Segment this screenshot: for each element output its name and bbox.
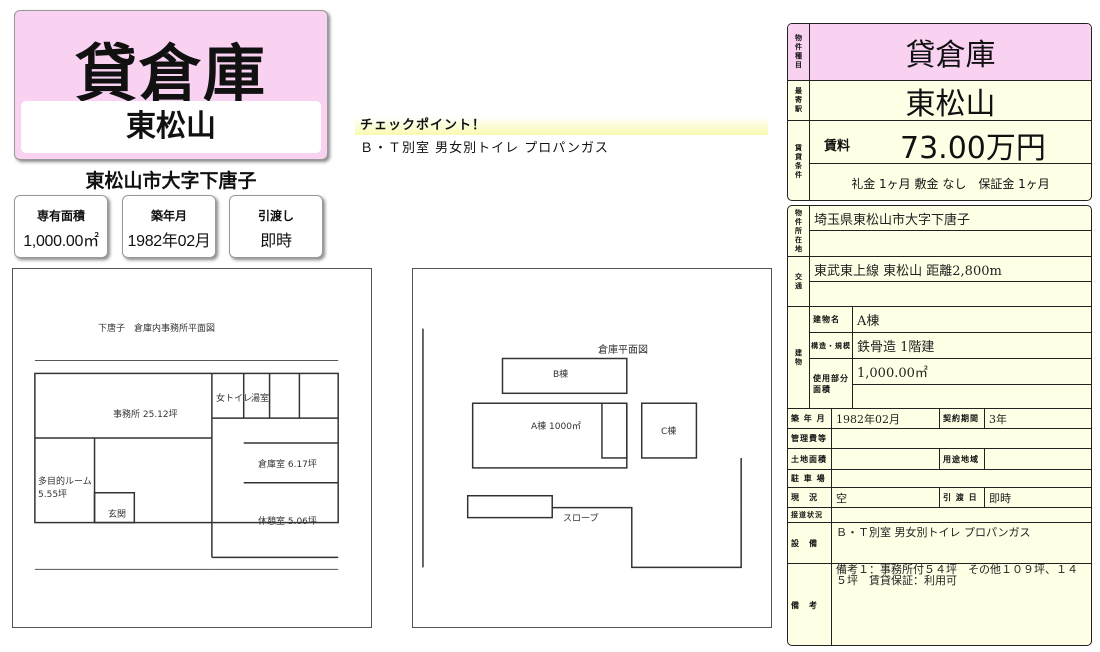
transport-label: 交通: [788, 257, 810, 307]
structure-label: 構造・規模: [810, 333, 853, 359]
checkpoint-heading: チェックポイント！: [355, 117, 768, 135]
status-value: 空: [832, 488, 940, 508]
checkpoint-text: Ｂ・Ｔ別室 男女別トイレ プロパンガス: [360, 141, 609, 156]
summary-panel: 物件種目 貸倉庫 最寄駅 東松山 賃貸条件 賃料 73.00万円 礼金 1ヶ月 …: [787, 23, 1092, 201]
remarks-label: 備 考: [788, 564, 832, 645]
address: 東松山市大字下唐子: [85, 170, 257, 192]
station-name: 東松山: [21, 101, 321, 153]
floor-plan-warehouse: 倉庫平面図 A棟 1000㎡ B棟 C棟 スロープ: [412, 268, 772, 628]
card-value: 1982年02月: [127, 233, 211, 250]
structure-value: 鉄骨造 1階建: [853, 333, 1091, 359]
handover-value: 即時: [985, 488, 1091, 508]
land-area-value: [832, 449, 940, 470]
land-area-label: 土地面積: [788, 449, 832, 470]
plan-title: 下唐子 倉庫内事務所平面図: [98, 324, 216, 334]
card-value: 即時: [260, 233, 292, 250]
type-value: 貸倉庫: [810, 24, 1091, 81]
parking-value: [832, 470, 1091, 488]
transport-value: 東武東上線 東松山 距離2,800m: [810, 257, 1091, 282]
floor-plan-drawing: [34, 359, 339, 570]
built-label: 築 年 月: [788, 409, 832, 429]
management-fee-value: [832, 429, 1091, 449]
transport-empty: [810, 282, 1091, 307]
equipment-value: Ｂ・Ｔ別室 男女別トイレ プロパンガス: [832, 523, 1091, 564]
building-label: B棟: [553, 370, 569, 380]
terms-label: 賃貸条件: [788, 121, 810, 200]
property-type-box: 貸倉庫 東松山: [14, 10, 328, 160]
road-access-value: [832, 508, 1091, 523]
plan-title: 倉庫平面図: [598, 345, 648, 356]
room-label: 玄関: [108, 510, 127, 520]
rent-value: 73.00万円: [900, 131, 1046, 166]
area-label: 使用部分面積: [810, 359, 853, 409]
handover-label: 引 渡 日: [940, 488, 985, 508]
slope-label: スロープ: [563, 514, 599, 524]
area-value: 1,000.00㎡: [853, 359, 1091, 385]
parking-label: 駐 車 場: [788, 470, 832, 488]
card-label: 引渡し: [257, 209, 294, 223]
type-label: 物件種目: [788, 24, 810, 81]
room-label: 湯室: [251, 394, 270, 404]
station-label: 最寄駅: [788, 81, 810, 121]
rent-row: 賃料 73.00万円: [810, 121, 1091, 166]
equipment-label: 設 備: [788, 523, 832, 564]
station-value: 東松山: [810, 81, 1091, 122]
contract-label: 契約期間: [940, 409, 985, 429]
room-label: 事務所 25.12坪: [113, 410, 178, 420]
building-name-value: A棟: [853, 307, 1091, 333]
contract-value: 3年: [985, 409, 1091, 429]
built-card: 築年月 1982年02月: [122, 195, 216, 258]
status-label: 現 況: [788, 488, 832, 508]
area-card: 専有面積 1,000.00㎡: [14, 195, 108, 258]
road-access-label: 接道状況: [788, 508, 832, 523]
rent-label: 賃料: [824, 139, 851, 154]
floor-plan-drawing: [422, 328, 742, 569]
management-fee-label: 管理費等: [788, 429, 832, 449]
card-label: 専有面積: [36, 209, 85, 223]
conditions: 礼金 1ヶ月 敷金 なし 保証金 1ヶ月: [851, 176, 1050, 191]
location-label: 物件所在地: [788, 206, 810, 257]
room-label: 女トイレ: [216, 394, 253, 404]
building-name-label: 建物名: [810, 307, 853, 333]
built-value: 1982年02月: [832, 409, 940, 429]
floor-plan-office: 下唐子 倉庫内事務所平面図 事務所 25.12坪 多目的ルーム 5.55坪 玄関…: [12, 268, 372, 628]
zoning-value: [985, 449, 1091, 470]
zoning-label: 用途地域: [940, 449, 985, 470]
room-label: 休憩室 5.06坪: [258, 517, 317, 527]
card-value: 1,000.00㎡: [23, 233, 99, 250]
room-label: 多目的ルーム 5.55坪: [38, 477, 92, 500]
handover-card: 引渡し即時: [229, 195, 323, 258]
property-type-title: 貸倉庫: [74, 37, 267, 110]
building-label: A棟 1000㎡: [531, 422, 581, 432]
room-label: 倉庫室 6.17坪: [258, 460, 317, 470]
location-value: 埼玉県東松山市大字下唐子: [810, 206, 1091, 231]
area-empty: [853, 385, 1091, 409]
building-label: 建物: [788, 307, 810, 409]
details-panel: 物件所在地 埼玉県東松山市大字下唐子 交通 東武東上線 東松山 距離2,800m…: [787, 205, 1092, 646]
location-empty: [810, 231, 1091, 257]
card-label: 築年月: [150, 209, 187, 223]
remarks-value: 備考１：事務所付５４坪 その他１０９坪、１４５坪 賃貸保証：利用可: [836, 563, 1078, 587]
building-label: C棟: [661, 427, 677, 437]
